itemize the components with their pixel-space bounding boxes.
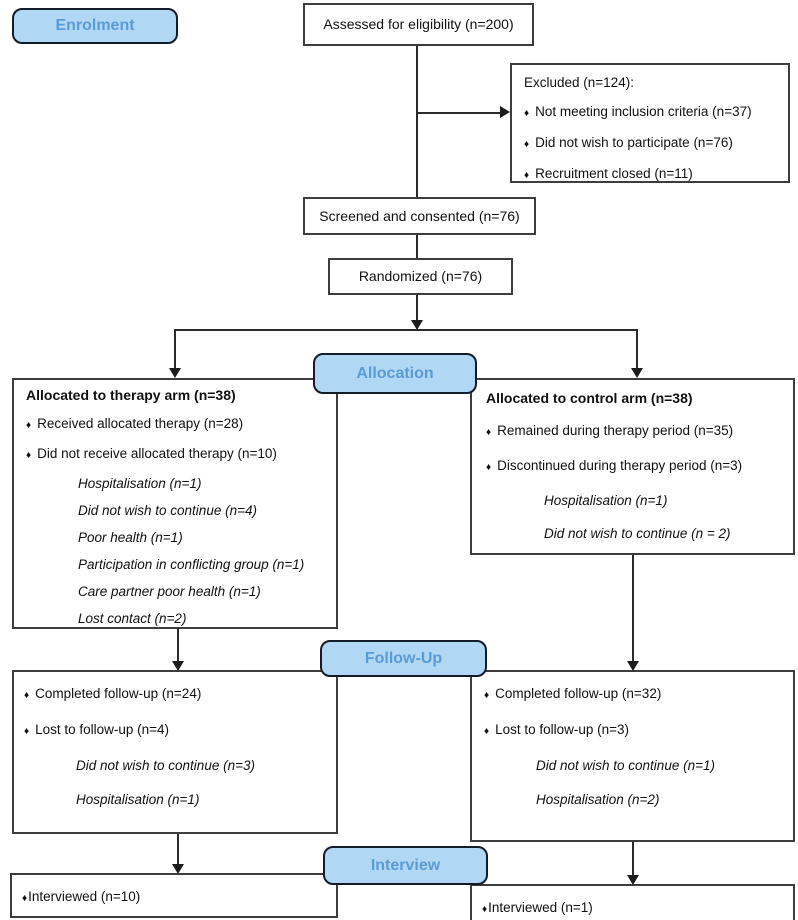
bullet-text: Completed follow-up (n=32) <box>495 686 662 701</box>
arrowhead-down-icon <box>169 368 181 378</box>
bullet-item: ♦ Did not receive allocated therapy (n=10… <box>26 445 330 464</box>
arrowhead-right-icon <box>500 106 510 118</box>
bullet-text: Lost to follow-up (n=3) <box>495 722 630 737</box>
diamond-bullet-icon: ♦ <box>24 726 30 737</box>
box-title: Excluded (n=124): <box>524 75 634 90</box>
sub-item: Lost contact (n=2) <box>78 611 187 626</box>
diamond-bullet-icon: ♦ <box>482 904 488 915</box>
connector-line <box>175 329 638 331</box>
arrowhead-down-icon <box>631 368 643 378</box>
therapy-interview-box: ♦Interviewed (n=10) <box>10 873 338 918</box>
diamond-bullet-icon: ♦ <box>484 726 490 737</box>
bullet-item: ♦ Received allocated therapy (n=28) <box>26 415 330 434</box>
connector-line <box>632 555 634 662</box>
arrowhead-down-icon <box>627 875 639 885</box>
stage-label-allocation: Allocation <box>313 353 477 394</box>
control-interview-box: ♦Interviewed (n=1) <box>470 884 795 920</box>
sub-item: Did not wish to continue (n = 2) <box>544 526 731 541</box>
connector-line <box>417 112 501 114</box>
sub-item: Hospitalisation (n=1) <box>76 792 200 807</box>
sub-item: Hospitalisation (n=2) <box>536 792 660 807</box>
bullet-text: Not meeting inclusion criteria (n=37) <box>535 104 752 119</box>
bullet-item: ♦ Completed follow-up (n=32) <box>484 685 787 704</box>
sub-item: Hospitalisation (n=1) <box>78 476 202 491</box>
diamond-bullet-icon: ♦ <box>26 450 32 461</box>
sub-item: Hospitalisation (n=1) <box>544 493 668 508</box>
sub-item: Did not wish to continue (n=4) <box>78 503 257 518</box>
connector-line <box>416 46 418 198</box>
control-followup-box: ♦ Completed follow-up (n=32) ♦ Lost to fol… <box>470 670 795 842</box>
excluded-box: Excluded (n=124): ♦ Not meeting inclusion… <box>510 63 790 183</box>
arrowhead-down-icon <box>172 661 184 671</box>
bullet-text: Did not wish to participate (n=76) <box>535 135 733 150</box>
bullet-text: Completed follow-up (n=24) <box>35 686 202 701</box>
diamond-bullet-icon: ♦ <box>486 427 492 438</box>
control-arm-box: Allocated to control arm (n=38) ♦ Remaine… <box>470 378 795 555</box>
diamond-bullet-icon: ♦ <box>524 108 530 119</box>
box-title: Allocated to control arm (n=38) <box>486 390 693 406</box>
bullet-item: ♦Interviewed (n=10) <box>22 888 330 907</box>
connector-line <box>177 834 179 865</box>
box-title: Allocated to therapy arm (n=38) <box>26 387 236 403</box>
box-text: Screened and consented (n=76) <box>319 207 520 224</box>
bullet-item: ♦ Completed follow-up (n=24) <box>24 685 330 704</box>
bullet-text: Interviewed (n=10) <box>28 889 141 904</box>
connector-line <box>636 329 638 369</box>
bullet-text: Did not receive allocated therapy (n=10) <box>37 446 277 461</box>
bullet-text: Recruitment closed (n=11) <box>535 166 693 181</box>
connector-line <box>174 329 176 369</box>
connector-line <box>416 235 418 258</box>
bullet-text: Interviewed (n=1) <box>488 900 593 915</box>
therapy-arm-box: Allocated to therapy arm (n=38) ♦ Receive… <box>12 378 338 629</box>
arrowhead-down-icon <box>627 661 639 671</box>
stage-label-enrolment: Enrolment <box>12 8 178 44</box>
sub-item: Did not wish to continue (n=3) <box>76 758 255 773</box>
diamond-bullet-icon: ♦ <box>486 462 492 473</box>
bullet-item: ♦ Lost to follow-up (n=3) <box>484 721 787 740</box>
stage-label-interview: Interview <box>323 846 488 885</box>
connector-line <box>416 295 418 321</box>
therapy-followup-box: ♦ Completed follow-up (n=24) ♦ Lost to fol… <box>12 670 338 834</box>
bullet-text: Lost to follow-up (n=4) <box>35 722 170 737</box>
bullet-item: ♦ Lost to follow-up (n=4) <box>24 721 330 740</box>
bullet-item: ♦ Recruitment closed (n=11) <box>524 165 782 184</box>
sub-item: Participation in conflicting group (n=1) <box>78 557 305 572</box>
bullet-item: ♦ Not meeting inclusion criteria (n=37) <box>524 103 782 122</box>
bullet-text: Remained during therapy period (n=35) <box>497 423 734 438</box>
diamond-bullet-icon: ♦ <box>524 170 530 181</box>
box-text: Randomized (n=76) <box>358 268 483 284</box>
bullet-text: Received allocated therapy (n=28) <box>37 416 244 431</box>
bullet-item: ♦ Did not wish to participate (n=76) <box>524 134 782 153</box>
arrowhead-down-icon <box>411 320 423 330</box>
box-text: Assessed for eligibility (n=200) <box>323 16 514 32</box>
sub-item: Care partner poor health (n=1) <box>78 584 261 599</box>
diamond-bullet-icon: ♦ <box>484 690 490 701</box>
diamond-bullet-icon: ♦ <box>24 690 30 701</box>
sub-item: Poor health (n=1) <box>78 530 183 545</box>
arrowhead-down-icon <box>172 864 184 874</box>
screened-consented-box: Screened and consented (n=76) <box>303 197 536 235</box>
bullet-item: ♦ Remained during therapy period (n=35) <box>486 422 787 441</box>
diamond-bullet-icon: ♦ <box>524 139 530 150</box>
sub-item: Did not wish to continue (n=1) <box>536 758 715 773</box>
connector-line <box>632 842 634 876</box>
bullet-item: ♦ Discontinued during therapy period (n=3… <box>486 457 787 476</box>
diamond-bullet-icon: ♦ <box>26 420 32 431</box>
stage-label-follow-up: Follow-Up <box>320 640 487 677</box>
randomized-box: Randomized (n=76) <box>328 258 513 295</box>
assessed-eligibility-box: Assessed for eligibility (n=200) <box>303 3 534 46</box>
diamond-bullet-icon: ♦ <box>22 893 28 904</box>
bullet-item: ♦Interviewed (n=1) <box>482 899 787 918</box>
bullet-text: Discontinued during therapy period (n=3) <box>497 458 743 473</box>
connector-line <box>177 629 179 662</box>
